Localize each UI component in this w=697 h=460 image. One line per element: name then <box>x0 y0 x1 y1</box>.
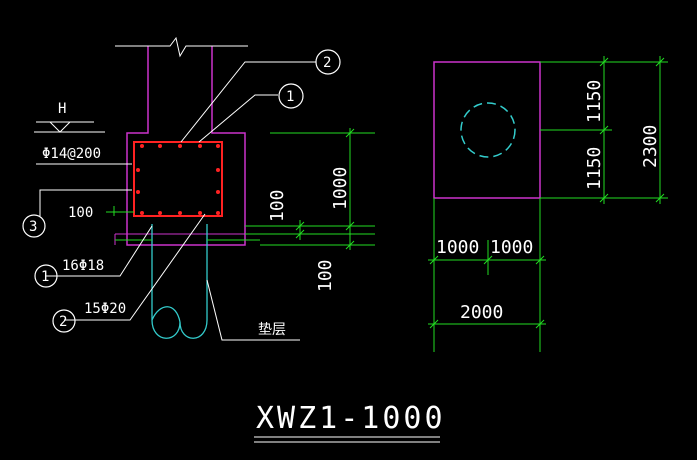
level-marker: H <box>34 101 105 133</box>
stirrup-leader: Φ14@200 <box>36 146 132 165</box>
section-dimensions <box>245 128 375 250</box>
callout-2-lower: 2 15Φ20 <box>52 213 206 333</box>
cap-plan-outline <box>433 61 541 199</box>
dim-lower: 1150 <box>584 147 605 190</box>
dim-slab: 100 <box>267 189 288 222</box>
callout-1-top-text: 1 <box>286 89 294 105</box>
plan-view: 1150 1150 2300 1000 1000 2000 <box>428 56 668 352</box>
callout-3-text: 3 <box>29 219 37 235</box>
dim-right: 1000 <box>490 237 533 258</box>
rebar-cage <box>133 141 223 217</box>
level-mark-text: H <box>58 101 66 117</box>
callout-3: 3 <box>22 189 132 238</box>
bedding-label: 垫层 <box>258 322 286 338</box>
callout-2-top-text: 2 <box>323 55 331 71</box>
dim-bedding: 100 <box>315 259 336 292</box>
title-block: XWZ1-1000 <box>254 401 446 443</box>
bottom-text: 100 <box>68 205 93 221</box>
dim-upper: 1150 <box>584 80 605 123</box>
callout-2-top: 2 <box>180 49 341 143</box>
callout-1-lower-text: 1 <box>41 269 49 285</box>
bedding-leader: 垫层 <box>206 279 300 341</box>
bar-spec-a: 16Φ18 <box>62 258 104 274</box>
rebar-dots <box>136 144 220 215</box>
section-view: H Φ14@200 3 100 1 16Φ18 <box>22 36 375 341</box>
dim-left: 1000 <box>436 237 479 258</box>
dim-height: 1000 <box>330 167 351 210</box>
break-line <box>115 36 248 58</box>
bar-spec-b: 15Φ20 <box>84 301 126 317</box>
stirrup-spec: Φ14@200 <box>42 146 101 162</box>
dim-total-h: 2000 <box>460 302 503 323</box>
callout-1-top: 1 <box>198 83 304 143</box>
dim-total-v: 2300 <box>640 125 661 168</box>
callout-2-lower-text: 2 <box>59 314 67 330</box>
pile <box>151 224 208 339</box>
bottom-dim-label: 100 <box>68 205 134 221</box>
pile-plan-circle <box>460 102 516 158</box>
callout-1-lower: 1 16Φ18 <box>34 225 153 288</box>
plan-dimensions <box>428 56 668 352</box>
column-stub <box>126 46 246 246</box>
drawing-title: XWZ1-1000 <box>256 401 446 436</box>
